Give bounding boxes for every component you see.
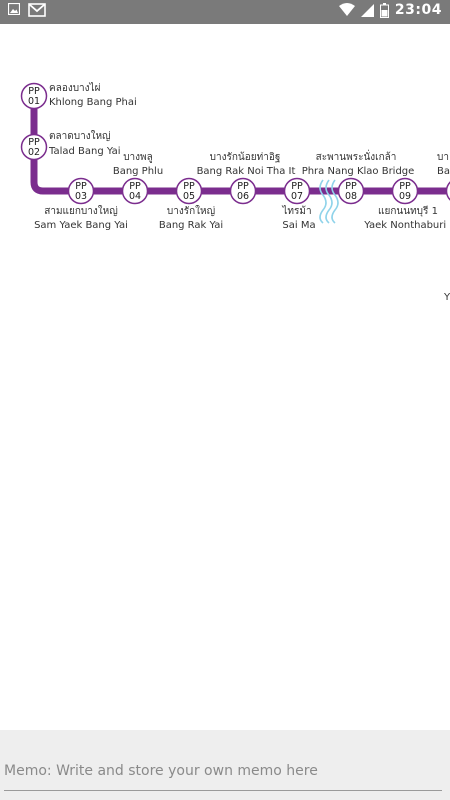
offscreen-label-partial: Y	[443, 292, 450, 303]
station-pp09-eng-label: Yaek Nonthaburi 1	[363, 220, 450, 231]
status-bar: 23:04	[0, 0, 450, 24]
signal-icon	[360, 3, 374, 17]
station-pp08-eng-label: Phra Nang Klao Bridge	[302, 166, 415, 177]
station-pp04-eng-label: Bang Phlu	[113, 166, 163, 177]
station-pp04[interactable]: PP 04	[121, 177, 149, 205]
station-pp08-thai-label: สะพานพระนั่งเกล้า	[316, 149, 397, 163]
next-station-thai-partial: บา	[437, 152, 449, 163]
station-pp07-thai-label: ไทรม้า	[281, 205, 311, 217]
station-pp06-thai-label: บางรักน้อยท่าอิฐ	[210, 151, 281, 163]
station-pp05-eng-label: Bang Rak Yai	[159, 220, 223, 231]
battery-icon	[379, 2, 389, 18]
memo-bar	[0, 730, 450, 800]
station-pp08[interactable]: PP 08	[337, 177, 365, 205]
memo-input[interactable]	[4, 752, 442, 791]
station-pp01[interactable]: PP 01	[20, 82, 48, 110]
gallery-icon	[8, 3, 20, 15]
station-pp09-code-line1: PP	[399, 181, 411, 192]
station-pp08-code-line2: 08	[345, 191, 357, 202]
station-pp01-code-line1: PP	[28, 86, 40, 97]
station-pp03-code-line2: 03	[75, 191, 87, 202]
station-pp09-code-line2: 09	[399, 191, 411, 202]
station-pp01-eng-label: Khlong Bang Phai	[49, 97, 137, 108]
wifi-icon	[338, 3, 355, 16]
gmail-icon	[28, 3, 46, 17]
station-pp02-eng-label: Talad Bang Yai	[48, 146, 121, 157]
station-pp04-thai-label: บางพลู	[123, 152, 153, 163]
station-pp02-thai-label: ตลาดบางใหญ่	[49, 130, 111, 142]
station-pp09[interactable]: PP 09	[391, 177, 419, 205]
station-pp06[interactable]: PP 06	[229, 177, 257, 205]
station-pp06-code-line1: PP	[237, 181, 249, 192]
station-pp07[interactable]: PP 07	[283, 177, 311, 205]
station-pp03[interactable]: PP 03	[67, 177, 95, 205]
station-pp03-code-line1: PP	[75, 181, 87, 192]
station-pp06-code-line2: 06	[237, 191, 249, 202]
river-icon	[319, 179, 339, 224]
station-pp07-code-line2: 07	[291, 191, 303, 202]
map-view[interactable]: PP 01 PP 02 PP 03 PP 04 PP 05 PP 06	[0, 24, 450, 730]
station-pp03-thai-label: สามแยกบางใหญ่	[44, 205, 118, 217]
clock: 23:04	[394, 2, 442, 18]
station-pp02-code-line1: PP	[28, 137, 40, 148]
station-pp01-thai-label: คลองบางไผ่	[49, 82, 101, 94]
station-pp05-code-line1: PP	[183, 181, 195, 192]
station-pp04-code-line2: 04	[129, 191, 141, 202]
station-pp03-eng-label: Sam Yaek Bang Yai	[34, 220, 128, 231]
station-pp09-thai-label: แยกนนทบุรี 1	[378, 205, 438, 217]
station-pp06-eng-label: Bang Rak Noi Tha It	[197, 166, 296, 177]
station-pp07-code-line1: PP	[291, 181, 303, 192]
station-pp01-code-line2: 01	[28, 96, 40, 107]
station-pp02-code-line2: 02	[28, 147, 40, 158]
station-pp05[interactable]: PP 05	[175, 177, 203, 205]
station-pp07-eng-label: Sai Ma	[282, 220, 315, 231]
next-station-eng-partial: Ba	[437, 166, 450, 177]
station-pp05-thai-label: บางรักใหญ่	[167, 205, 215, 217]
purple-line-track	[30, 96, 450, 195]
station-pp05-code-line2: 05	[183, 191, 195, 202]
route-map[interactable]: PP 01 PP 02 PP 03 PP 04 PP 05 PP 06	[0, 24, 450, 730]
station-pp04-code-line1: PP	[129, 181, 141, 192]
station-pp10-partial[interactable]	[445, 179, 450, 204]
station-pp08-code-line1: PP	[345, 181, 357, 192]
station-pp02[interactable]: PP 02	[20, 133, 48, 161]
